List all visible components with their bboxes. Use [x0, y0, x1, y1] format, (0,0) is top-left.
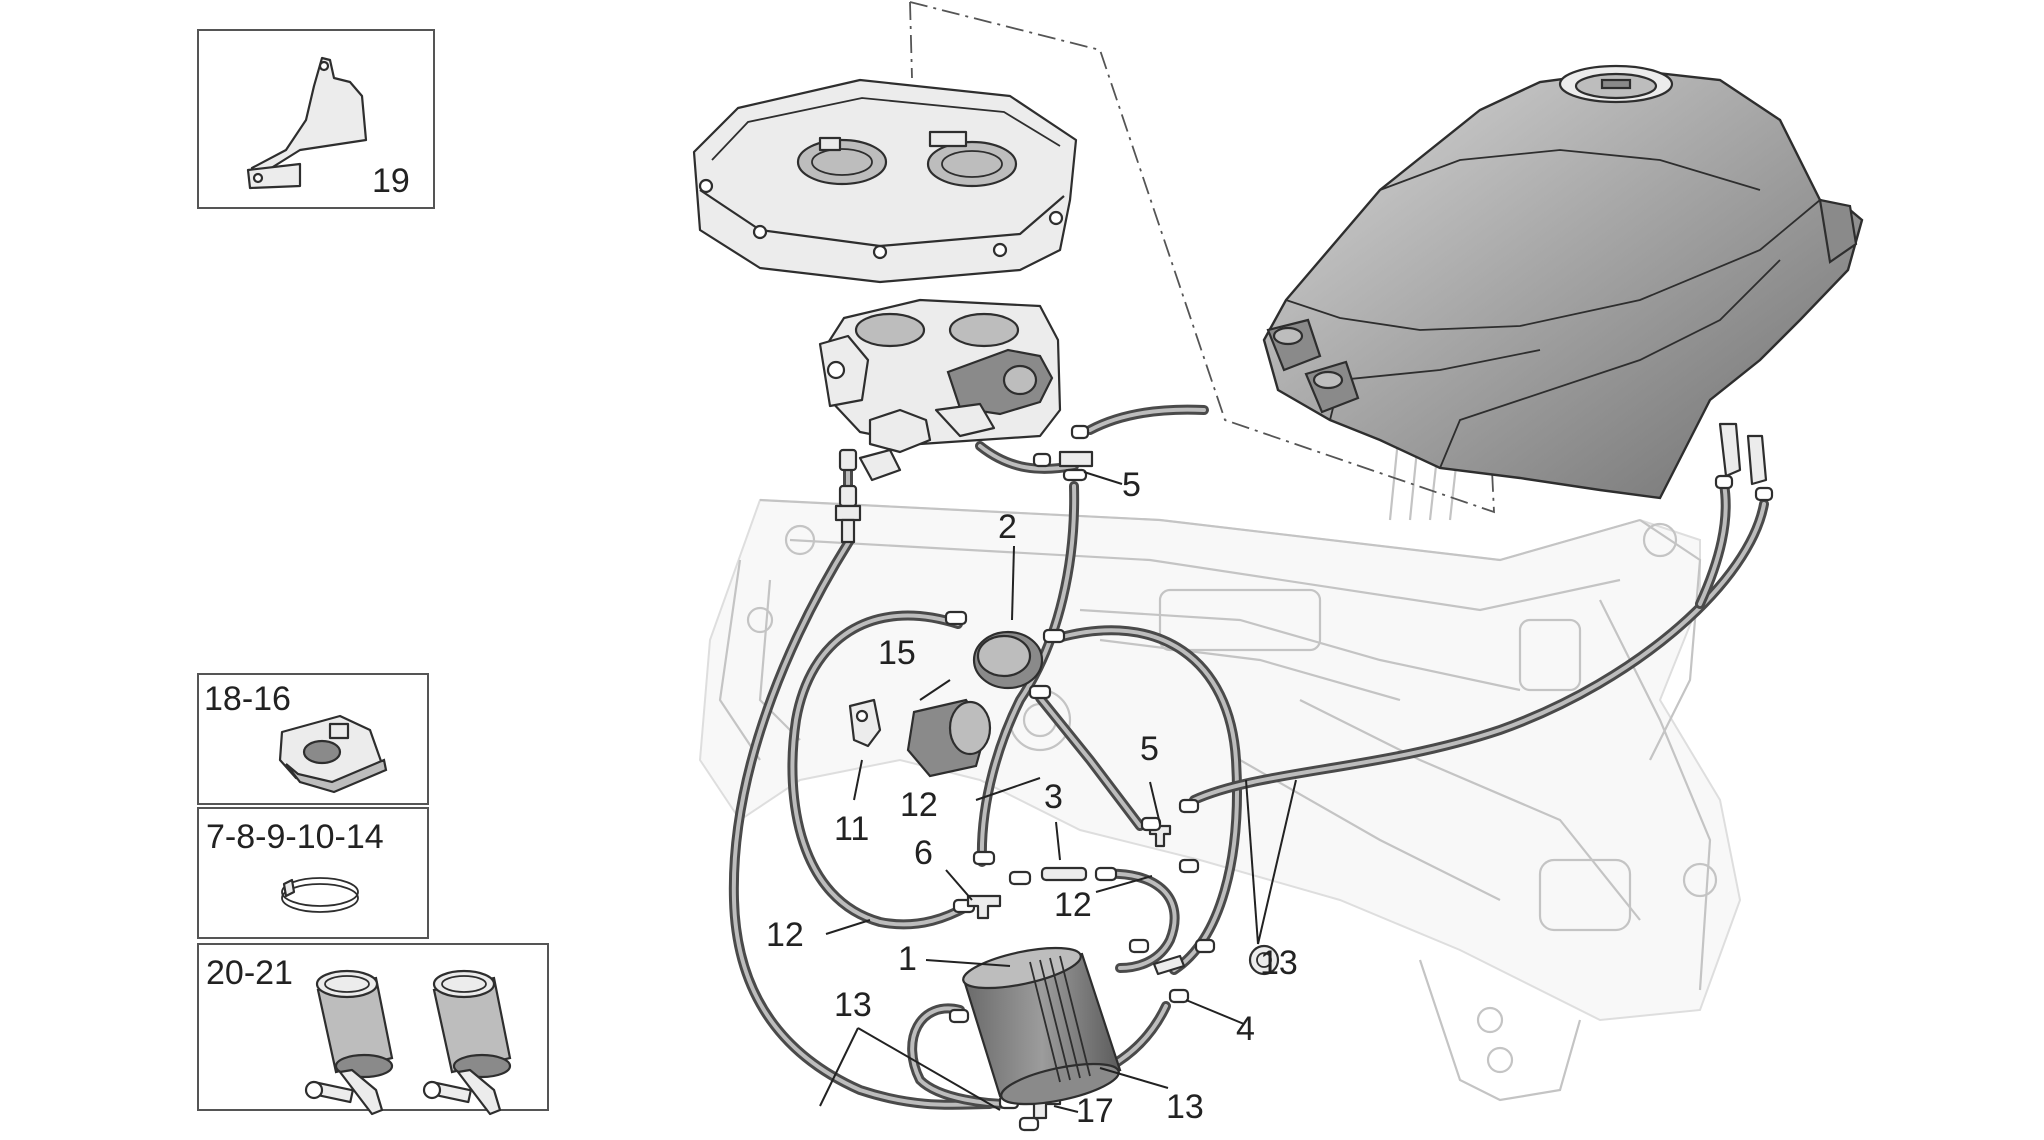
vent-and-drain-hoses — [728, 404, 1769, 1110]
callout-12-lower: 12 — [766, 916, 804, 954]
callout-12-upper: 12 — [900, 786, 938, 824]
fuel-tank — [1262, 64, 1864, 500]
callout-3: 3 — [1044, 778, 1063, 816]
inset-intake-sleeves-20-21: 20-21 — [197, 943, 549, 1116]
callout-11: 11 — [834, 810, 869, 848]
inset-label-7-8-9-10-14: 7-8-9-10-14 — [206, 818, 384, 856]
callout-2: 2 — [998, 508, 1017, 546]
callout-5-lower: 5 — [1140, 730, 1159, 768]
assembly-line-throttle — [909, 1, 913, 79]
inset-label-20-21: 20-21 — [206, 954, 293, 992]
inset-label-19: 19 — [372, 162, 410, 200]
airbox-base — [692, 78, 1078, 284]
throttle-body — [818, 298, 1062, 482]
inset-clip-18-16: 18-16 — [197, 673, 429, 805]
callout-15: 15 — [878, 634, 916, 672]
purge-valve-15 — [848, 698, 992, 778]
assembly-line-airbox — [909, 1, 1495, 514]
callout-12-middle: 12 — [1054, 886, 1092, 924]
leader-lines — [819, 471, 1297, 1113]
callout-6: 6 — [914, 834, 933, 872]
callout-labels: 5 2 15 5 3 12 11 6 12 12 1 13 4 13 17 13 — [766, 466, 1298, 1130]
charcoal-canister — [962, 946, 1122, 1106]
callout-13-left: 13 — [834, 986, 872, 1024]
callout-17: 17 — [1076, 1092, 1114, 1130]
inset-hose-clamp-7-8-9-10-14: 7-8-9-10-14 — [197, 807, 429, 939]
inset-bracket-19: 19 — [197, 29, 435, 209]
inset-label-18-16: 18-16 — [204, 680, 291, 718]
hose-fittings — [834, 422, 1774, 1132]
callout-1: 1 — [898, 940, 917, 978]
callout-13-right: 13 — [1260, 944, 1298, 982]
callout-4: 4 — [1236, 1010, 1255, 1048]
callout-5-upper: 5 — [1122, 466, 1141, 504]
vent-cap-2 — [972, 630, 1044, 690]
callout-13-bottom: 13 — [1166, 1088, 1204, 1126]
